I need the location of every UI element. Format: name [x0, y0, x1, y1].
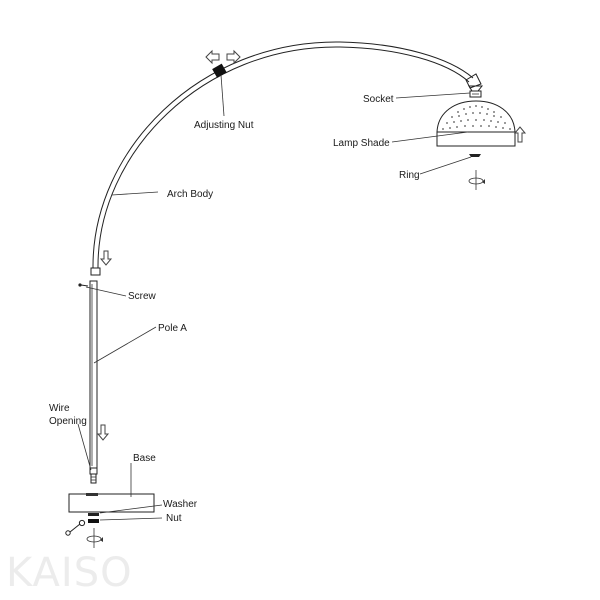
label-screw: Screw: [128, 291, 157, 302]
double-arrow-icon: [205, 49, 241, 65]
wire-opening: [89, 467, 98, 484]
nut: [88, 519, 99, 523]
label-washer: Washer: [163, 499, 198, 510]
base: [68, 493, 155, 513]
screw: [78, 283, 89, 287]
label-adjusting-nut: Adjusting Nut: [194, 120, 254, 131]
leader-lines: [77, 74, 472, 521]
rotate-icon: [468, 170, 485, 190]
ring: [469, 154, 481, 157]
label-base: Base: [133, 453, 156, 464]
wrench-icon: [65, 519, 86, 536]
down-arrow-icon: [99, 250, 113, 266]
label-lamp-shade: Lamp Shade: [333, 138, 390, 149]
watermark: KAISO: [6, 550, 133, 596]
lamp-shade: [436, 100, 516, 147]
up-arrow-icon: [513, 126, 527, 143]
adjusting-nut: [212, 63, 227, 78]
washer: [88, 513, 99, 516]
socket: [465, 73, 484, 98]
label-arch-body: Arch Body: [167, 189, 213, 200]
arch-body: [92, 41, 474, 269]
label-socket: Socket: [363, 94, 394, 105]
label-wire-opening-line2: Opening: [49, 416, 87, 427]
label-wire-opening-line1: Wire: [49, 403, 70, 414]
pole-a: [89, 280, 98, 469]
arch-connector: [90, 267, 101, 276]
rotate-icon: [86, 528, 103, 548]
label-ring: Ring: [399, 170, 420, 181]
label-nut: Nut: [166, 513, 182, 524]
label-pole-a: Pole A: [158, 323, 187, 334]
down-arrow-icon: [96, 424, 110, 441]
